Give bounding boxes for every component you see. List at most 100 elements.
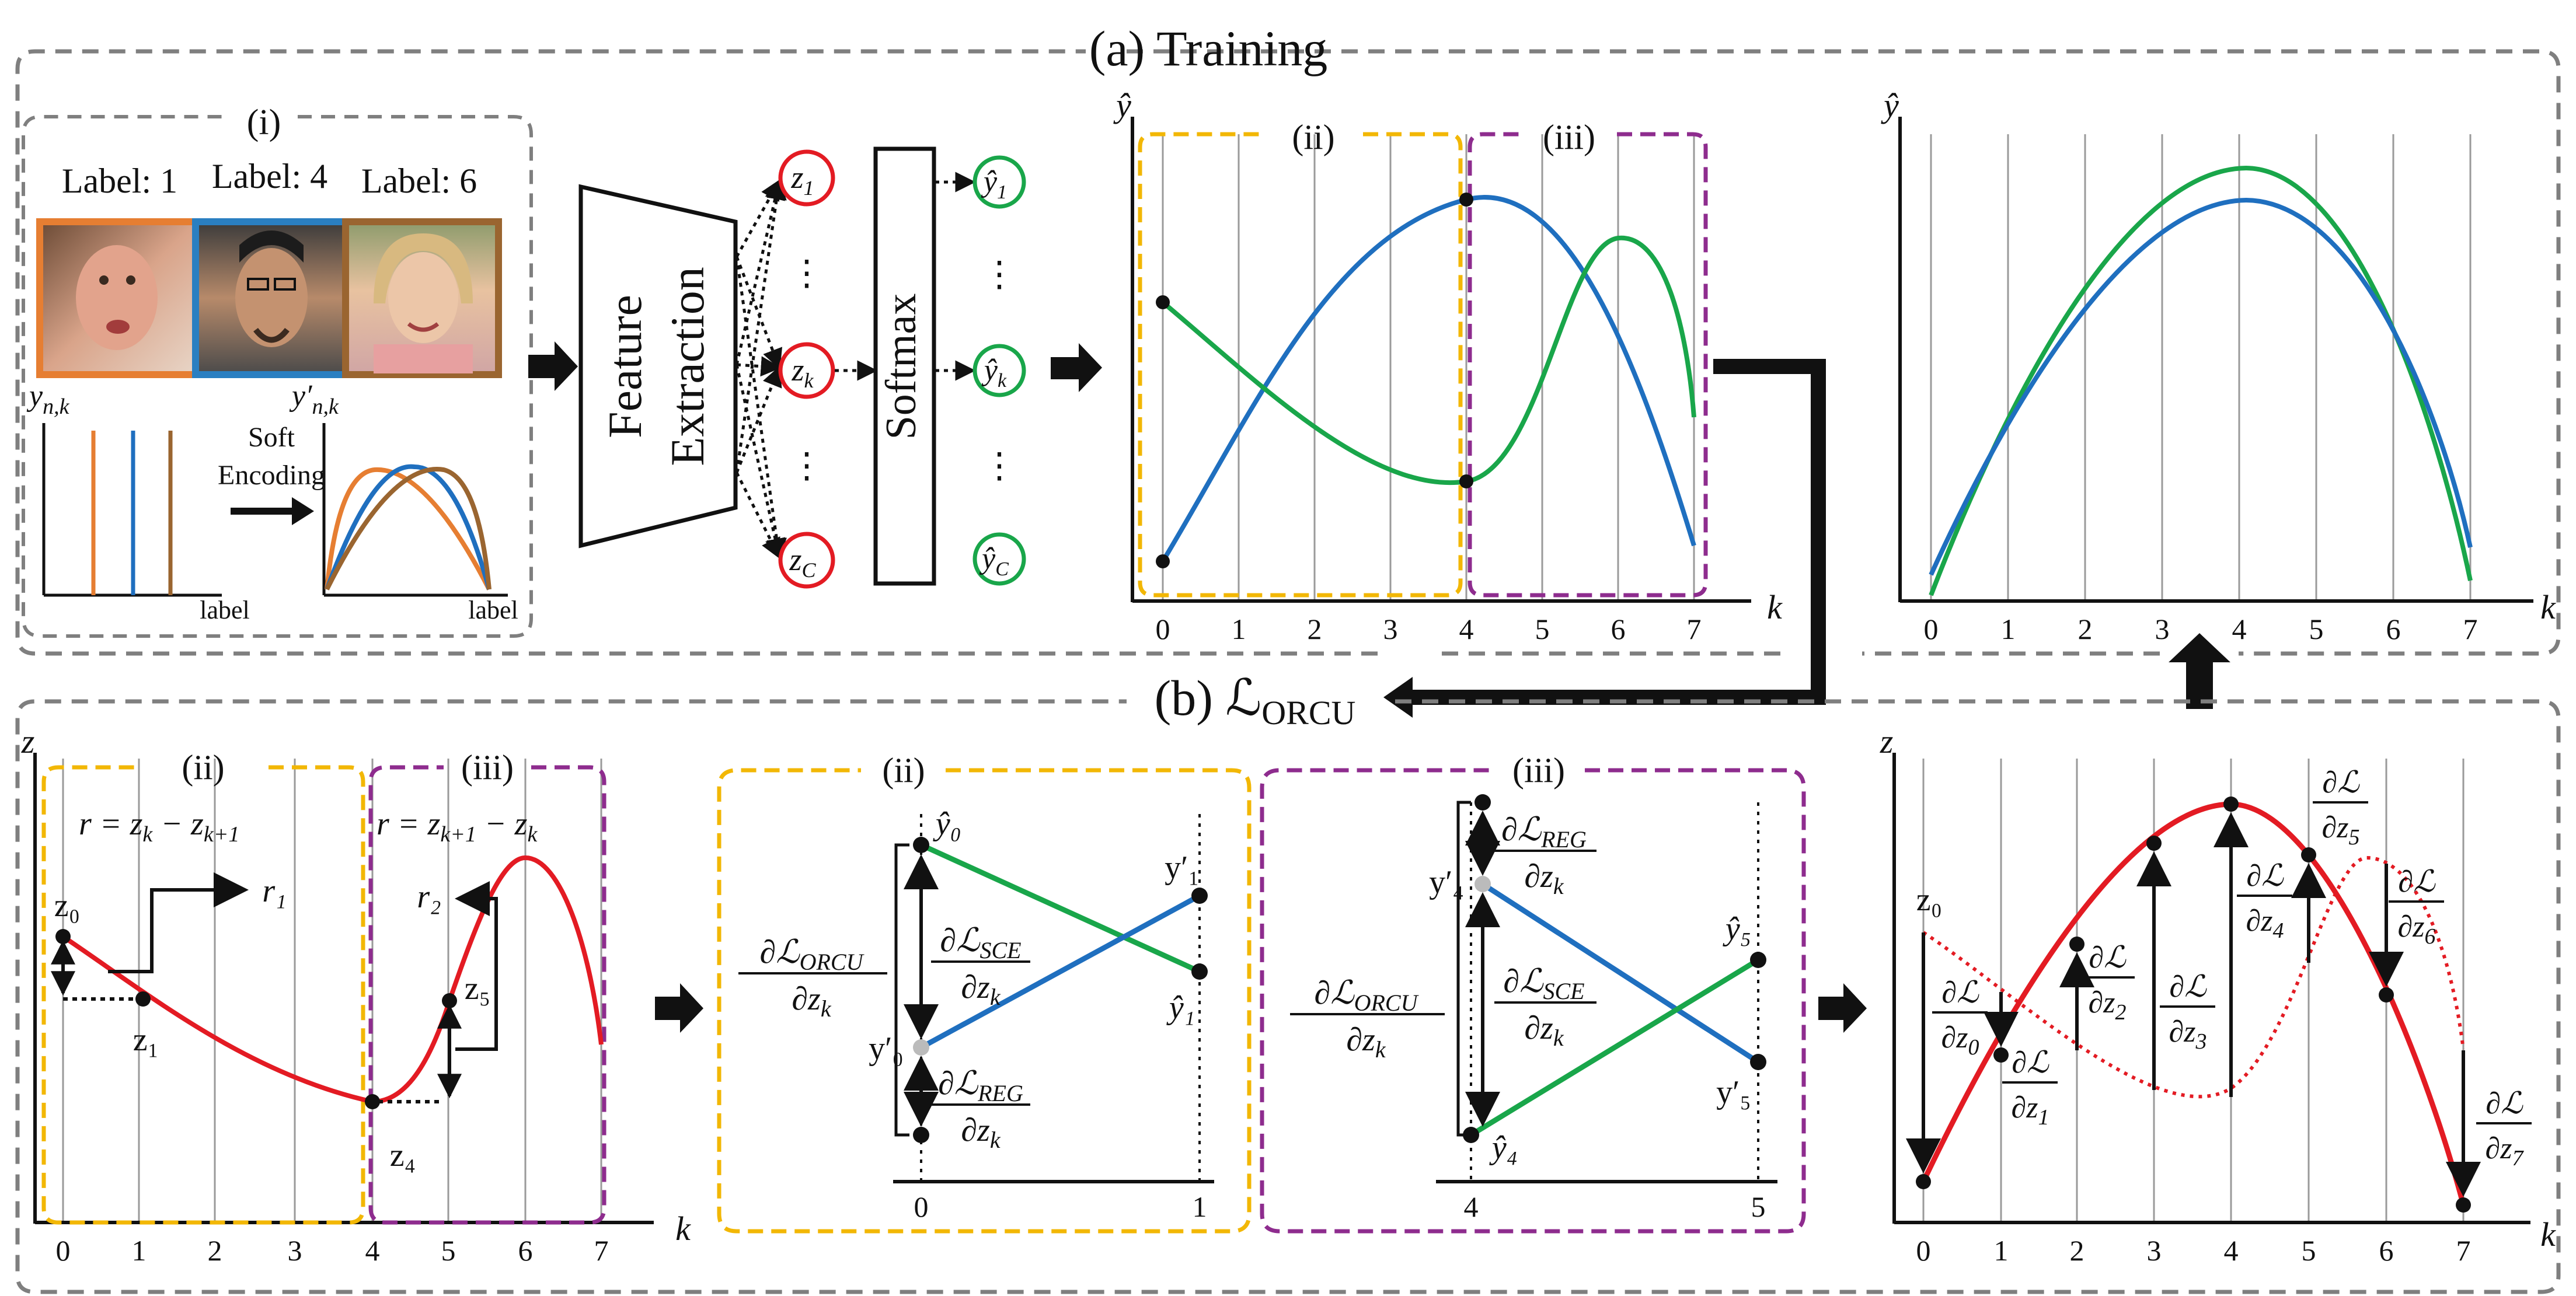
chart1-axes: [1131, 117, 1751, 603]
left-r-iii-formula: r = zk+1 − zk: [377, 806, 538, 847]
grad-z6: ∂ℒ ∂z6: [2389, 865, 2444, 949]
left-r-ii-formula: r = zk − zk+1: [79, 806, 239, 847]
svg-text:1: 1: [1193, 1190, 1207, 1223]
orcu-outer-border: [15, 699, 2561, 1294]
softmax-label: Softmax: [877, 294, 925, 440]
svg-text:4: 4: [1459, 613, 1474, 645]
svg-text:∂zk: ∂zk: [1346, 1022, 1386, 1063]
mid-iii-box: [1260, 768, 1806, 1234]
left-r2: r₂: [417, 879, 441, 915]
svg-text:3: 3: [2147, 1234, 2162, 1267]
chart1-to-orcu-arrow: [1410, 359, 1826, 705]
left-points: [55, 929, 457, 1109]
training-outer-border: [15, 49, 2561, 656]
feature-extraction-line2: Extraction: [661, 267, 714, 466]
yhat-node-1: ŷ1: [972, 155, 1026, 209]
chart2-grid: [1930, 134, 2472, 601]
svg-text:0: 0: [56, 1234, 71, 1267]
mid-iii-d-orcu: ∂ℒORCU ∂zk: [1290, 975, 1445, 1063]
right-z0: z₀: [1916, 882, 1942, 918]
left-z0: z₀: [54, 888, 80, 924]
svg-text:∂ℒ: ∂ℒ: [2169, 970, 2207, 1004]
orcu-title: (b) ℒORCU: [1155, 670, 1356, 732]
mid-ii-green-line: [920, 842, 1201, 974]
mid-iii-points: [1463, 794, 1766, 1143]
left-ii-construction: [51, 872, 249, 1001]
z-node-C: zC: [778, 532, 835, 589]
mid-iii-yp5: y′₅: [1716, 1074, 1751, 1110]
yhat-node-k: ŷk: [972, 344, 1026, 397]
mid-ii-yhat1: ŷ₁: [1166, 990, 1195, 1026]
mid-iii-green-line: [1469, 958, 1760, 1137]
soft-encoding-line1: Soft: [248, 422, 295, 453]
chart2-blue-curve: [1929, 197, 2473, 576]
right-xlabel: k: [2540, 1215, 2556, 1253]
svg-text:3: 3: [1383, 613, 1398, 645]
left-r1: r₁: [262, 873, 286, 909]
face-image-2: [192, 218, 351, 378]
left-region-ii-label: (ii): [182, 748, 224, 787]
chart1-ylabel: ŷ: [1113, 86, 1131, 124]
svg-text:∂ℒSCE: ∂ℒSCE: [1503, 963, 1584, 1004]
svg-text:4: 4: [1464, 1190, 1479, 1223]
svg-text:2: 2: [1308, 613, 1322, 645]
svg-text:6: 6: [518, 1234, 533, 1267]
svg-text:∂z0: ∂z0: [1941, 1021, 1979, 1060]
z-node-k: zk: [778, 342, 835, 399]
svg-text:5: 5: [2302, 1234, 2316, 1267]
svg-text:2: 2: [208, 1234, 222, 1267]
yhat-node-C: ŷC: [972, 532, 1026, 586]
z-dots-1: ⋮: [789, 254, 824, 292]
svg-text:∂z6: ∂z6: [2398, 910, 2436, 949]
mid-iii-yp4: y′₄: [1429, 864, 1464, 900]
arrow-mid-to-right: [1818, 983, 1867, 1033]
svg-text:∂z4: ∂z4: [2246, 904, 2284, 943]
right-red-curve: [1920, 801, 2466, 1206]
svg-text:1: 1: [2001, 613, 2016, 645]
mid-iii-blue-line: [1481, 882, 1760, 1064]
chart1-region-ii: [1138, 132, 1463, 598]
svg-text:∂ℒREG: ∂ℒREG: [1501, 812, 1587, 853]
right-gradient-arrows: [1906, 812, 2481, 1197]
grad-z3: ∂ℒ∂z3: [2160, 970, 2215, 1054]
softmax-to-y-arrows: [935, 172, 976, 381]
mid-ii-yp1: y′₁: [1165, 850, 1200, 886]
orcu-to-chart2-arrow: [2169, 633, 2230, 709]
panel-i-border: [22, 115, 533, 638]
svg-text:2: 2: [2078, 613, 2093, 645]
yhat-dots-1: ⋮: [982, 255, 1017, 294]
svg-text:∂ℒ: ∂ℒ: [2398, 865, 2436, 899]
svg-text:ŷC: ŷC: [979, 542, 1009, 580]
left-region-iii-label: (iii): [461, 748, 514, 787]
svg-text:6: 6: [1611, 613, 1626, 645]
mid-ii-yp0: y′₀: [869, 1030, 904, 1067]
grad-z5: ∂ℒ∂z5: [2313, 766, 2368, 850]
mid-iii-d-sce: ∂ℒSCE ∂zk: [1494, 963, 1597, 1051]
chart2-axes: [1898, 117, 2533, 603]
soft-axis-label: label: [468, 596, 518, 624]
grad-z2: ∂ℒ∂z2: [2079, 941, 2135, 1025]
feature-extraction-block: [578, 184, 738, 549]
svg-text:∂ℒ: ∂ℒ: [2322, 766, 2360, 799]
face-caption-2: Label: 4: [212, 157, 327, 195]
right-points: [1916, 797, 2471, 1213]
training-title: (a) Training: [1089, 20, 1328, 76]
grad-z4: ∂ℒ ∂z4: [2237, 860, 2292, 943]
svg-text:∂z2: ∂z2: [2089, 986, 2127, 1025]
svg-text:∂ℒ: ∂ℒ: [2486, 1087, 2523, 1120]
svg-text:∂ℒ: ∂ℒ: [1941, 976, 1979, 1009]
right-dotted-curve: [1922, 855, 2465, 1099]
face-caption-3: Label: 6: [361, 162, 477, 200]
panel-i-label: (i): [247, 103, 281, 142]
chart1-region-ii-label: (ii): [1292, 118, 1334, 156]
mid-ii-d-reg: ∂ℒREG ∂zk: [931, 1066, 1030, 1153]
svg-text:1: 1: [1994, 1234, 2009, 1267]
svg-text:∂ℒ: ∂ℒ: [2246, 860, 2284, 893]
mid-ii-label: (ii): [882, 751, 925, 790]
mid-ii-d-sce: ∂ℒSCE ∂zk: [931, 923, 1030, 1010]
mid-ii-d-orcu: ∂ℒORCU ∂zk: [738, 934, 887, 1022]
